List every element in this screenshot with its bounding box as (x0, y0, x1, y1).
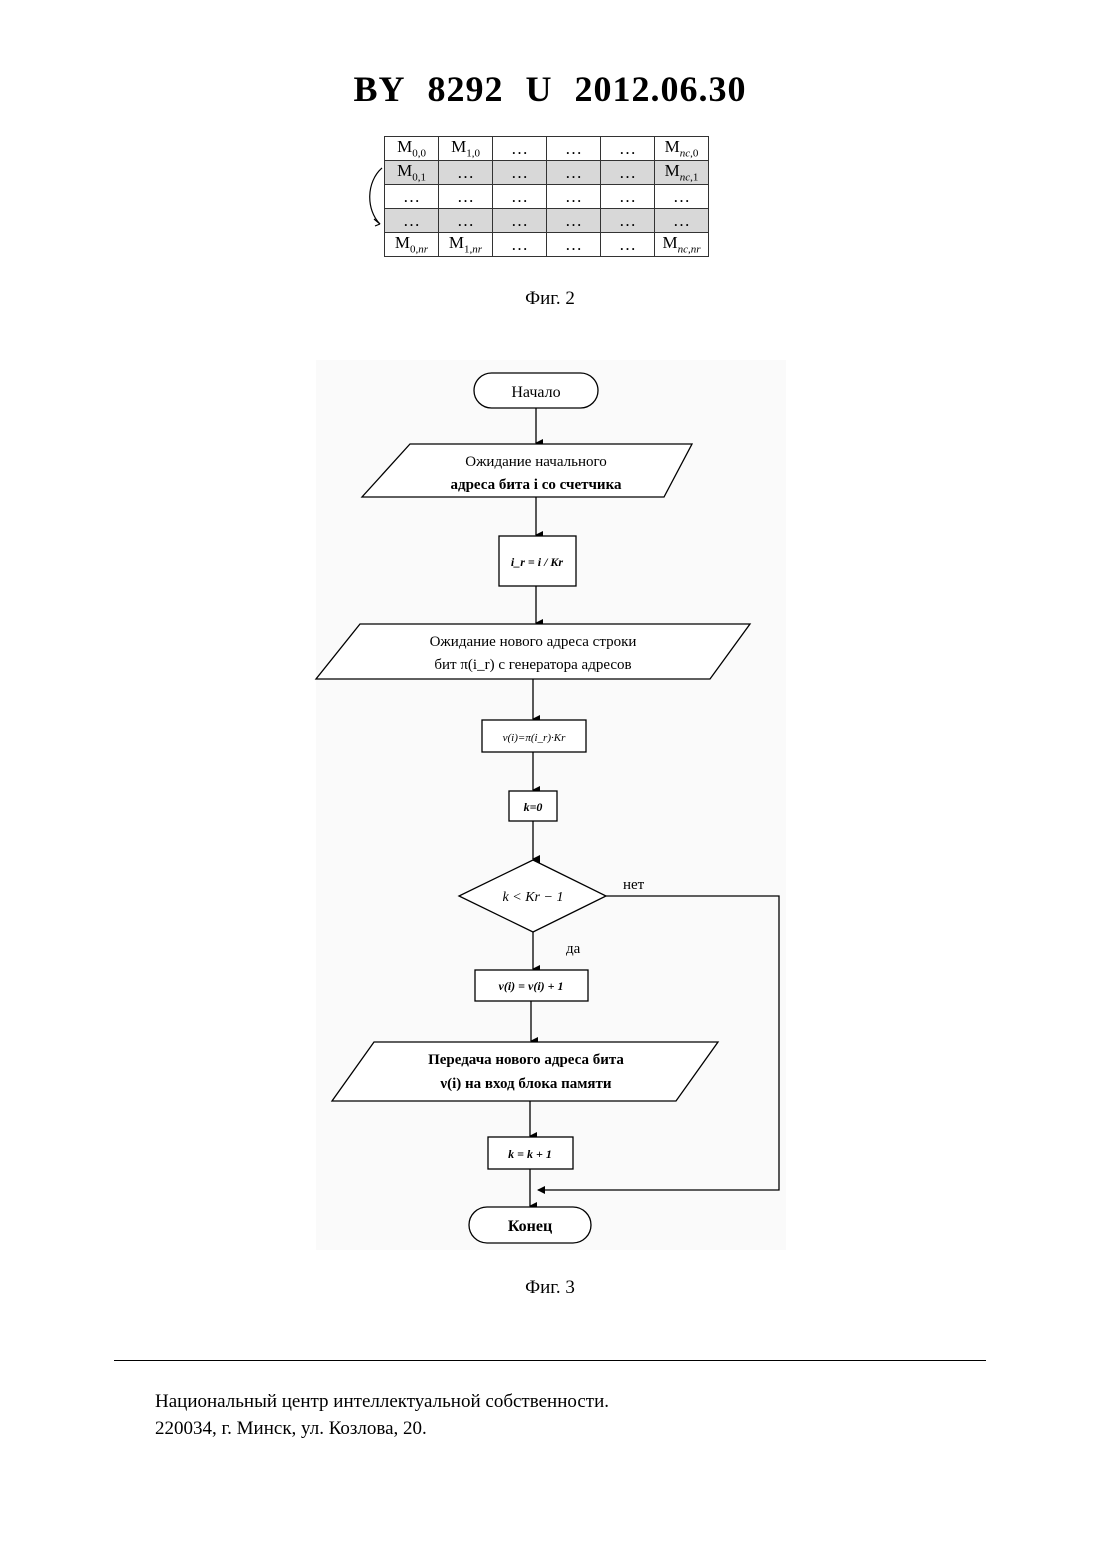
wait-start-line2: адреса бита i со счетчика (451, 477, 622, 493)
start-label: Начало (511, 384, 560, 401)
footer-line2: 220034, г. Минск, ул. Козлова, 20. (155, 1415, 609, 1442)
wait-start-address-io: Ожидание начального адреса бита i со сче… (362, 444, 692, 497)
fig3-caption: Фиг. 3 (0, 1277, 1100, 1299)
start-terminal: Начало (474, 373, 598, 408)
condition-decision: k < Kr − 1 (459, 860, 606, 932)
condition-label: k < Kr − 1 (503, 890, 564, 905)
calc-ir-process: i_r = i / Kr (499, 536, 576, 586)
end-terminal: Конец (469, 1207, 591, 1243)
yes-branch-label: да (566, 941, 581, 957)
increment-v-label: ν(i) = ν(i) + 1 (499, 979, 564, 993)
transfer-line2: ν(i) на вход блока памяти (439, 1076, 611, 1092)
wait-start-line1: Ожидание начального (465, 454, 607, 470)
init-k-label: k=0 (524, 800, 543, 814)
transfer-line1: Передача нового адреса бита (428, 1052, 624, 1068)
footer-line1: Национальный центр интеллектуальной собс… (155, 1388, 609, 1415)
calc-v-label: ν(i)=π(i_r)·Kr (503, 732, 566, 744)
wait-row-address-io: Ожидание нового адреса строки бит π(i_r)… (316, 624, 750, 679)
transfer-address-io: Передача нового адреса бита ν(i) на вход… (332, 1042, 718, 1101)
footer-divider (114, 1360, 986, 1361)
footer: Национальный центр интеллектуальной собс… (155, 1388, 609, 1442)
fig3-flowchart: Начало Ожидание начального адреса бита i… (0, 0, 1100, 1300)
increment-k-process: k = k + 1 (488, 1137, 573, 1169)
increment-v-process: ν(i) = ν(i) + 1 (475, 970, 588, 1001)
increment-k-label: k = k + 1 (508, 1147, 552, 1161)
calc-ir-label: i_r = i / Kr (511, 555, 564, 569)
wait-row-line1: Ожидание нового адреса строки (430, 634, 637, 650)
no-branch-label: нет (623, 877, 645, 893)
calc-v-process: ν(i)=π(i_r)·Kr (482, 720, 586, 752)
end-label: Конец (508, 1218, 552, 1235)
init-k-process: k=0 (509, 791, 557, 821)
wait-row-line2: бит π(i_r) с генератора адресов (434, 657, 631, 673)
